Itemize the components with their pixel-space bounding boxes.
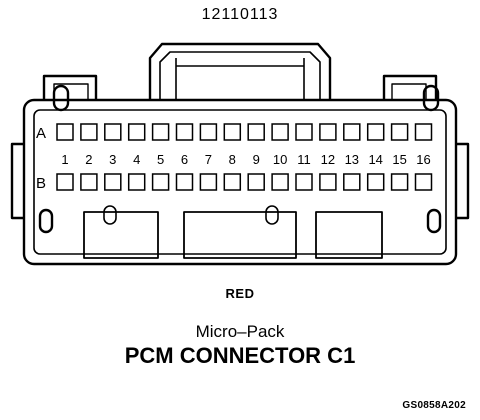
pin-cavity-b — [366, 173, 385, 191]
pin-cavity-a — [199, 123, 218, 141]
part-number: 12110113 — [201, 6, 279, 23]
pin-number: 5 — [157, 152, 164, 167]
pin-number: 12 — [321, 152, 335, 167]
pin-cavity-b — [414, 173, 433, 191]
pin-cavity-b — [151, 173, 170, 191]
pin-cavity-b — [319, 173, 337, 191]
pin-cavity-a — [247, 123, 265, 141]
pin-number: 9 — [253, 152, 260, 167]
pin-cavity-b — [175, 173, 194, 191]
pin-cavity-b — [271, 173, 289, 191]
pin-row-a — [56, 123, 433, 141]
pin-cavity-b — [295, 173, 313, 191]
pin-number: 11 — [297, 152, 311, 167]
guide-post-center-right — [265, 205, 279, 225]
pin-cavity-b — [390, 173, 409, 191]
pin-cavity-b — [247, 173, 265, 191]
pin-cavity-b — [104, 173, 122, 191]
pin-cavity-b — [223, 173, 242, 191]
pin-number: 16 — [416, 152, 430, 167]
pin-number: 3 — [109, 152, 116, 167]
connector-title: PCM CONNECTOR C1 — [124, 343, 356, 368]
pin-cavity-a — [343, 123, 361, 141]
locking-tab-inner — [159, 51, 321, 100]
pin-cavity-a — [295, 123, 313, 141]
locking-tab — [148, 42, 332, 100]
pin-cavity-a — [223, 123, 242, 141]
pin-cavity-b — [127, 173, 146, 191]
pin-number: 4 — [133, 152, 140, 167]
pin-number: 1 — [61, 152, 68, 167]
pin-cavity-a — [175, 123, 194, 141]
pin-cavity-a — [390, 123, 409, 141]
connector-subtitle: Micro–Pack — [195, 322, 285, 341]
guide-post-center-left — [103, 205, 117, 225]
pin-number: 13 — [345, 152, 359, 167]
pin-cavity-a — [366, 123, 385, 141]
pin-cavity-a — [56, 123, 74, 141]
figure-code: GS0858A202 — [402, 400, 466, 411]
pin-cavity-a — [104, 123, 122, 141]
pin-cavity-a — [80, 123, 98, 141]
pin-number: 6 — [181, 152, 188, 167]
pin-row-b — [56, 173, 433, 191]
bottom-key-right — [315, 211, 383, 259]
pin-cavity-a — [319, 123, 337, 141]
pin-number: 10 — [273, 152, 287, 167]
guide-post-left-top — [52, 84, 70, 112]
left-ear — [10, 142, 24, 220]
left-latch — [42, 74, 98, 100]
pin-number: 8 — [229, 152, 236, 167]
pin-cavity-a — [151, 123, 170, 141]
pin-number: 14 — [368, 152, 382, 167]
pin-cavity-a — [127, 123, 146, 141]
pin-cavity-b — [80, 173, 98, 191]
guide-post-right-bottom — [426, 208, 442, 234]
pin-cavity-a — [414, 123, 433, 141]
pin-number: 7 — [205, 152, 212, 167]
guide-post-right-top — [422, 84, 440, 112]
connector-housing — [22, 98, 458, 266]
bottom-key-left — [83, 211, 159, 259]
row-label-a: A — [36, 125, 46, 142]
pin-cavity-b — [56, 173, 74, 191]
guide-post-left-bottom — [38, 208, 54, 234]
row-label-b: B — [36, 175, 46, 192]
pin-cavity-b — [343, 173, 361, 191]
right-ear — [456, 142, 470, 220]
connector-color-label: RED — [225, 286, 255, 301]
pin-cavity-a — [271, 123, 289, 141]
pin-cavity-b — [199, 173, 218, 191]
pin-number: 15 — [392, 152, 406, 167]
pin-number: 2 — [85, 152, 92, 167]
bottom-key-center — [183, 211, 297, 259]
connector-inner-frame — [33, 109, 447, 255]
